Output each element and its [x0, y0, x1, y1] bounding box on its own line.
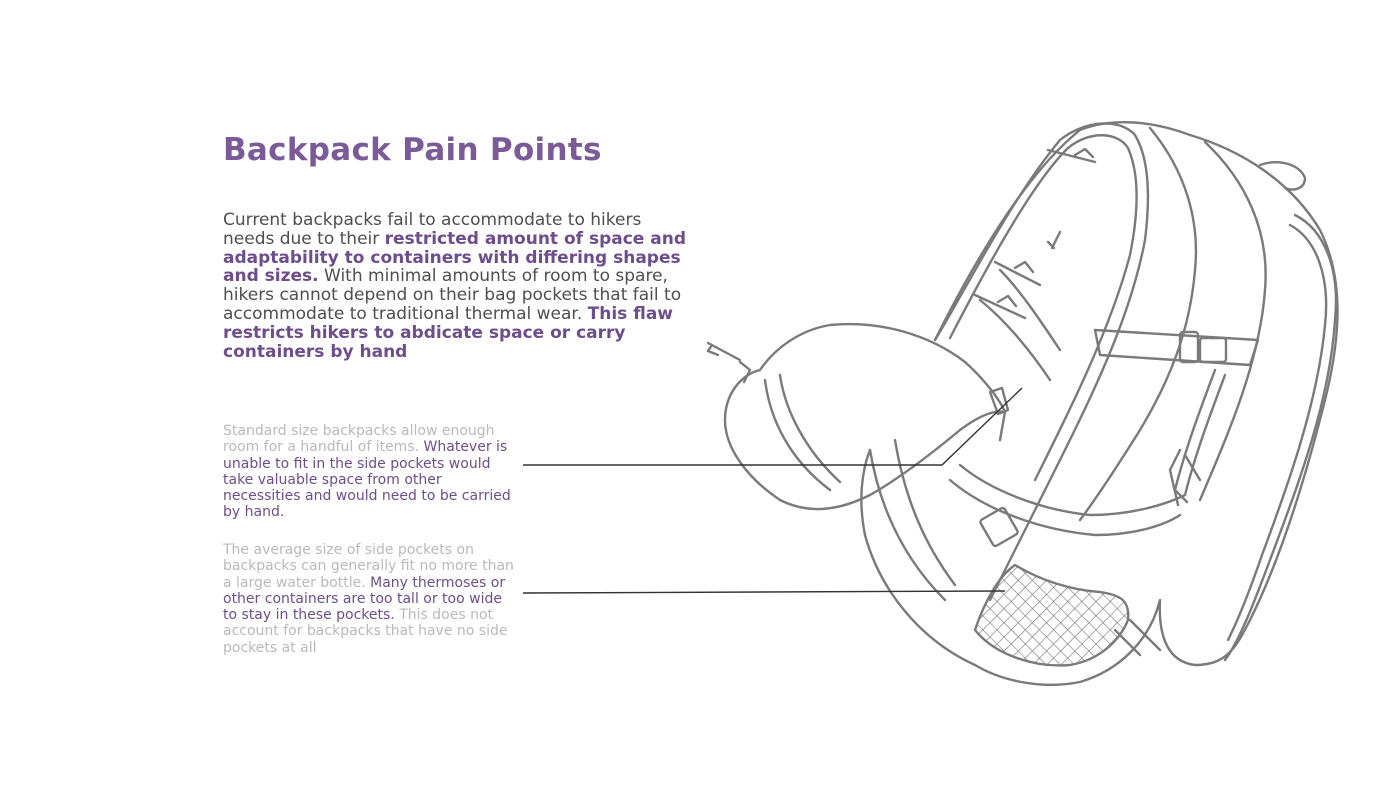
callout-leader-line-1 [523, 387, 1023, 466]
backpack-body-outline [860, 121, 1339, 686]
mesh-side-pocket [973, 563, 1130, 667]
note-lead: Standard size backpacks allow enough roo… [223, 423, 495, 456]
intro-text-2: With minimal amounts of room to spare, h… [223, 266, 682, 324]
note-highlight: Whatever is unable to fit in the side po… [223, 439, 511, 521]
note-tail: This does not account for backpacks that… [223, 607, 508, 656]
intro-paragraph: Current backpacks fail to accommodate to… [223, 211, 698, 361]
note-lead: The average size of side pockets on back… [223, 542, 514, 591]
open-side-pocket [723, 322, 1007, 511]
note-highlight: Many thermoses or other containers are t… [223, 574, 506, 624]
page-title: Backpack Pain Points [223, 132, 602, 168]
shoulder-strap [933, 122, 1150, 602]
callout-note-side-pockets: The average size of side pockets on back… [223, 542, 515, 656]
intro-text-1: Current backpacks fail to accommodate to… [223, 210, 642, 249]
callout-note-standard-size: Standard size backpacks allow enough roo… [223, 423, 515, 521]
intro-highlight-1: restricted amount of space and adaptabil… [223, 228, 686, 287]
intro-highlight-2: This flaw restricts hikers to abdicate s… [223, 303, 673, 362]
callout-leader-line-2 [522, 590, 1006, 594]
